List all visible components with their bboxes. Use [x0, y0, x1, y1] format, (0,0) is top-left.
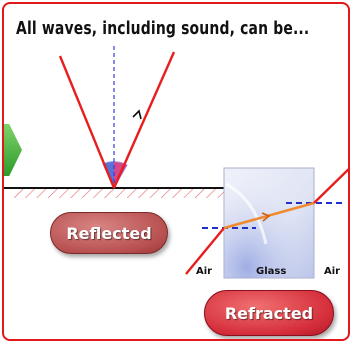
air-left-label: Air — [196, 266, 213, 277]
outgoing-ray — [313, 168, 348, 204]
slide-frame: All waves, including sound, can be... — [2, 2, 350, 341]
glass-label: Glass — [256, 266, 287, 277]
reflected-ray-arrow-icon — [132, 109, 142, 120]
refracted-ray-arrow-icon — [261, 212, 271, 222]
incident-ray — [58, 55, 116, 189]
wave-diagram — [4, 46, 348, 279]
refracted-text: Refracted — [224, 303, 314, 323]
incoming-ray — [185, 227, 225, 275]
air-right-label: Air — [324, 266, 341, 277]
reflected-text: Reflected — [66, 223, 152, 243]
reflecting-surface-hatch — [14, 188, 224, 198]
refracted-label: Refracted — [204, 290, 334, 336]
reflected-label: Reflected — [50, 212, 168, 254]
reflected-ray — [112, 51, 176, 189]
slide-title: All waves, including sound, can be... — [16, 18, 310, 39]
